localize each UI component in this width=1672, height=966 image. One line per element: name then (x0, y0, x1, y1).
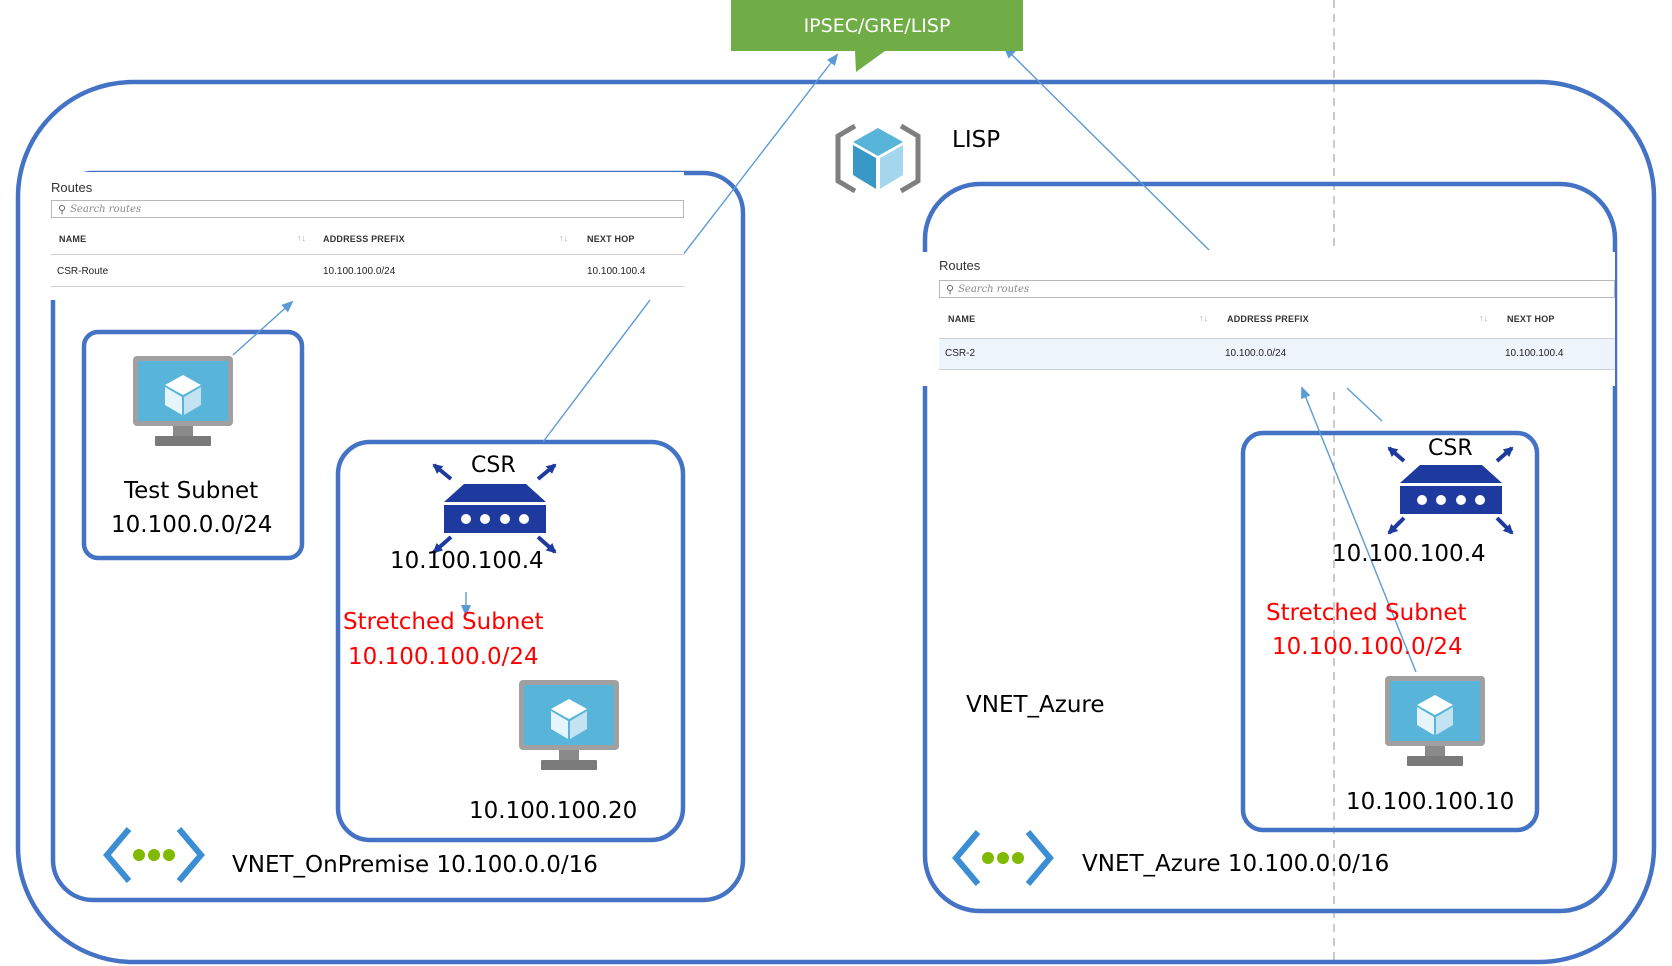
azure-csr-ip: 10.100.100.4 (1332, 541, 1486, 567)
connector-azure-table-to-callout (1003, 46, 1210, 251)
vnet-azure-boundary (922, 181, 1618, 914)
connector-csr-to-table (542, 299, 651, 443)
azure-stretched-subnet-box (1240, 430, 1540, 833)
onprem-router-icon (432, 463, 557, 554)
search-input[interactable]: ⚲ Search routes (939, 280, 1615, 298)
route-name[interactable]: CSR-Route (57, 266, 109, 277)
test-subnet-vm-monitor-icon (133, 356, 233, 446)
azure-vm-ip: 10.100.100.10 (1346, 789, 1515, 815)
azure-csr-title: CSR (1428, 436, 1473, 461)
route-address-prefix: 10.100.0.0/24 (1225, 348, 1287, 359)
onprem-csr-title: CSR (471, 453, 516, 478)
azure-vm-monitor-icon (1385, 676, 1485, 766)
row-divider (51, 286, 684, 287)
column-header-address-prefix[interactable]: ADDRESS PREFIX (1227, 314, 1309, 324)
header-divider (51, 254, 684, 255)
selected-row[interactable] (939, 338, 1615, 370)
onprem-vnet-label: VNET_OnPremise 10.100.0.0/16 (232, 852, 598, 878)
lisp-boundary (15, 79, 1657, 965)
onprem-csr-ip: 10.100.100.4 (390, 548, 544, 574)
callout-label: IPSEC/GRE/LISP (803, 14, 951, 37)
search-input[interactable]: ⚲ Search routes (51, 200, 684, 218)
column-header-address-prefix[interactable]: ADDRESS PREFIX (323, 234, 405, 244)
onprem-stretched-subnet-box (335, 439, 686, 843)
test-subnet-title: Test Subnet (124, 478, 259, 504)
search-icon: ⚲ (946, 282, 955, 296)
sort-icon[interactable]: ↑↓ (1479, 313, 1488, 323)
sort-icon[interactable]: ↑↓ (559, 233, 568, 243)
onprem-stretched-subnet-cidr: 10.100.100.0/24 (348, 644, 539, 670)
azure-vnet-name: VNET_Azure (966, 692, 1105, 718)
onprem-vm-monitor-icon (519, 680, 619, 770)
route-table-title: Routes (939, 258, 981, 273)
route-next-hop: 10.100.100.4 (1505, 348, 1564, 359)
sort-icon[interactable]: ↑↓ (1199, 313, 1208, 323)
test-subnet-box (81, 329, 305, 561)
onprem-vnet-icon (107, 829, 201, 881)
azure-stretched-subnet-cidr: 10.100.100.0/24 (1272, 634, 1463, 660)
route-table-title: Routes (51, 180, 93, 195)
onprem-stretched-subnet-title: Stretched Subnet (343, 609, 544, 635)
lisp-cube-icon (835, 123, 921, 194)
column-header-name[interactable]: NAME (948, 314, 976, 324)
search-placeholder: Search routes (958, 283, 1030, 295)
onprem-route-table: Routes ⚲ Search routes NAME ↑↓ ADDRESS P… (47, 178, 684, 288)
azure-route-table: Routes ⚲ Search routes NAME ↑↓ ADDRESS P… (921, 256, 1615, 372)
search-placeholder: Search routes (70, 203, 142, 215)
column-header-next-hop[interactable]: NEXT HOP (587, 234, 635, 244)
azure-vnet-icon (956, 832, 1050, 884)
test-subnet-cidr: 10.100.0.0/24 (111, 512, 273, 538)
route-next-hop: 10.100.100.4 (587, 266, 646, 277)
azure-vnet-label: VNET_Azure 10.100.0.0/16 (1082, 851, 1390, 877)
azure-stretched-subnet-title: Stretched Subnet (1266, 600, 1467, 626)
lisp-label: LISP (952, 127, 1001, 153)
column-header-name[interactable]: NAME (59, 234, 87, 244)
connector-onprem-table-to-callout (681, 53, 839, 257)
azure-router-icon (1387, 446, 1514, 535)
column-header-next-hop[interactable]: NEXT HOP (1507, 314, 1555, 324)
search-icon: ⚲ (58, 202, 67, 216)
route-name[interactable]: CSR-2 (945, 348, 976, 359)
sort-icon[interactable]: ↑↓ (297, 233, 306, 243)
connector-azure-vm-to-table (1301, 386, 1417, 673)
ipsec-gre-lisp-callout: IPSEC/GRE/LISP (731, 0, 1023, 51)
connector-test-subnet-to-table (232, 300, 294, 356)
callout-tail (855, 51, 885, 72)
connector-azure-csr-to-table (1346, 387, 1383, 422)
route-address-prefix: 10.100.100.0/24 (323, 266, 396, 277)
onprem-vm-ip: 10.100.100.20 (469, 798, 638, 824)
